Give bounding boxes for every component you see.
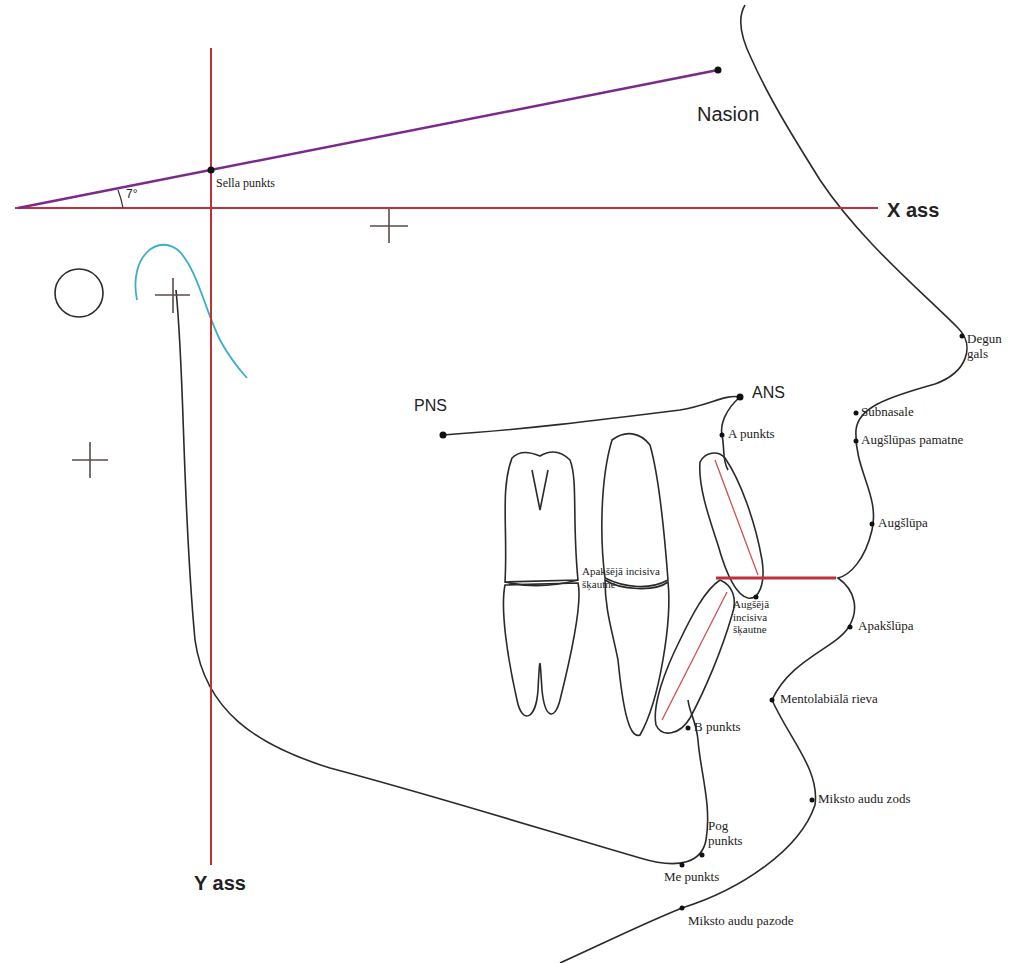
axis-label: X ass	[887, 199, 939, 222]
point-label: Pog punkts	[708, 819, 756, 849]
point-label: PNS	[414, 397, 447, 415]
angle-label: 7°	[126, 188, 137, 202]
point-label: Subnasale	[861, 405, 914, 420]
point-label: Sella punkts	[216, 177, 275, 191]
point-label: ANS	[752, 384, 785, 402]
point-label: Augšlūpa	[878, 516, 928, 531]
point-label: Augšlūpas pamatne	[861, 433, 963, 448]
point-label: Nasion	[697, 103, 759, 126]
point-label: Miksto audu zods	[818, 792, 910, 807]
point-label: Miksto audu pazode	[688, 914, 793, 929]
axis-label: Y ass	[194, 872, 246, 895]
point-label: A punkts	[728, 427, 775, 442]
point-label: Apakšējā incisiva šķautne	[582, 565, 672, 590]
point-label: Degun gals	[967, 332, 1017, 362]
point-label: Apakšlūpa	[858, 619, 914, 634]
point-label: Augšējā incisiva šķautne	[733, 598, 795, 636]
point-label: B punkts	[694, 720, 741, 735]
point-label: Me punkts	[664, 870, 719, 885]
point-label: Mentolabiālā rieva	[780, 692, 878, 707]
